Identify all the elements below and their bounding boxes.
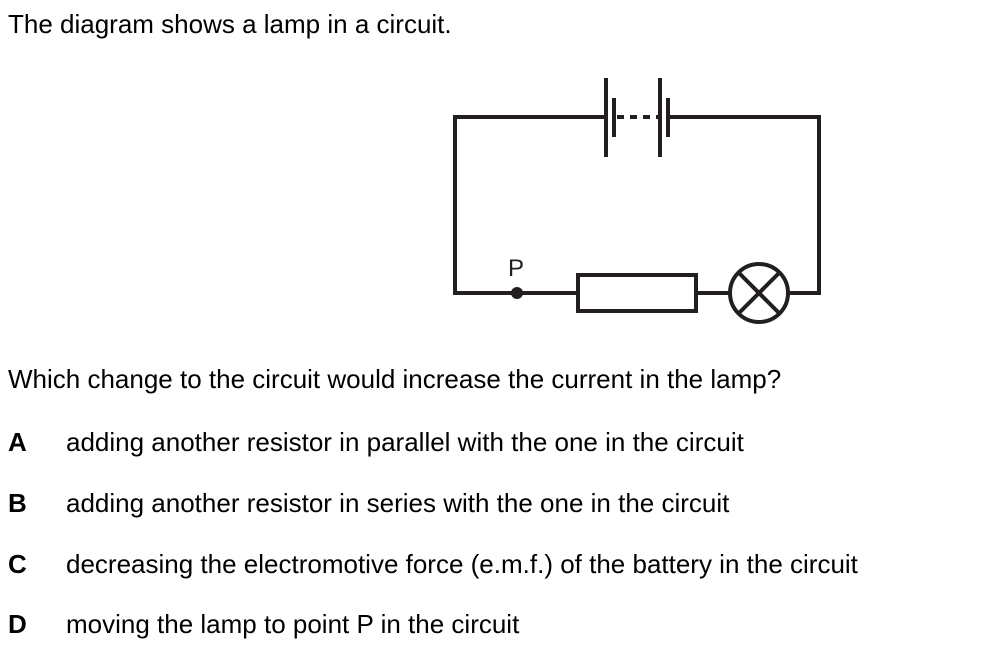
resistor-icon (576, 273, 698, 313)
battery-icon (604, 78, 670, 157)
option-letter: A (8, 427, 27, 457)
point-p-label: P (508, 255, 524, 282)
option-letter: D (8, 609, 27, 639)
option-text: moving the lamp to point P in the circui… (66, 609, 520, 639)
intro-text: The diagram shows a lamp in a circuit. (8, 9, 452, 39)
wire-top-left (453, 115, 606, 295)
option-text: decreasing the electromotive force (e.m.… (66, 549, 858, 579)
option-text: adding another resistor in parallel with… (66, 427, 744, 457)
wire-top-right (668, 115, 821, 295)
option-text: adding another resistor in series with t… (66, 488, 730, 518)
point-p-dot (511, 287, 523, 299)
option-letter: B (8, 488, 27, 518)
lamp-icon (728, 262, 790, 324)
option-letter: C (8, 549, 27, 579)
question-text: Which change to the circuit would increa… (8, 364, 782, 394)
